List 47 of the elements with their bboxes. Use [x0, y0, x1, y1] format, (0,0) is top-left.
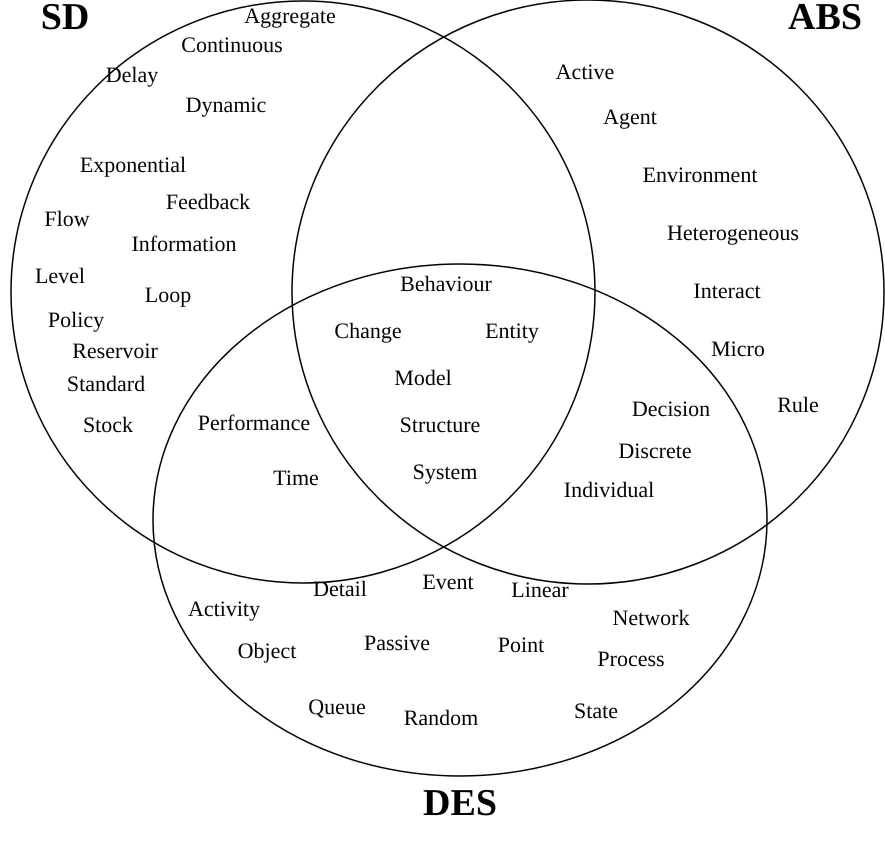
term-label: Object — [238, 638, 296, 664]
term-label: Micro — [711, 336, 765, 362]
term-label: Detail — [313, 576, 367, 602]
term-label: Reservoir — [72, 338, 158, 364]
term-label: Decision — [632, 396, 710, 422]
term-label: Dynamic — [186, 92, 266, 118]
term-label: Change — [334, 318, 402, 344]
term-label: Passive — [364, 630, 430, 656]
term-label: Rule — [777, 392, 819, 418]
term-label: Exponential — [80, 152, 186, 178]
term-label: Discrete — [618, 438, 692, 464]
term-label: Structure — [400, 412, 480, 438]
term-label: Delay — [106, 62, 158, 88]
term-label: Linear — [511, 578, 569, 602]
term-label: Individual — [564, 478, 654, 502]
term-label: Feedback — [166, 190, 250, 214]
term-label: Point — [498, 632, 544, 658]
term-label: Network — [612, 606, 690, 630]
term-label: Standard — [66, 372, 146, 396]
term-label: Activity — [188, 596, 260, 622]
term-label: Environment — [642, 162, 758, 188]
term-label: Flow — [44, 206, 90, 232]
term-label: State — [574, 698, 618, 724]
term-label: Entity — [485, 318, 539, 344]
term-label: Queue — [308, 694, 366, 720]
term-label: Performance — [198, 410, 310, 436]
term-label: Aggregate — [244, 4, 336, 28]
term-label: Information — [131, 232, 237, 256]
term-label: Event — [422, 570, 474, 594]
term-label: Level — [34, 264, 86, 288]
term-label: Policy — [48, 308, 104, 332]
term-label: Active — [556, 60, 614, 84]
set-title: SD — [40, 0, 90, 36]
term-label: Heterogeneous — [667, 220, 799, 246]
term-label: Stock — [82, 412, 134, 438]
term-label: Agent — [603, 104, 657, 130]
term-label: Model — [394, 366, 452, 390]
term-label: System — [412, 460, 478, 484]
set-title: ABS — [788, 0, 862, 36]
term-label: Process — [597, 646, 665, 672]
term-label: Interact — [693, 278, 761, 304]
term-label: Behaviour — [400, 272, 492, 296]
term-label: Random — [404, 706, 478, 730]
term-label: Loop — [144, 282, 192, 308]
term-label: Time — [273, 466, 319, 490]
term-label: Continuous — [181, 32, 283, 58]
set-title: DES — [423, 784, 497, 822]
